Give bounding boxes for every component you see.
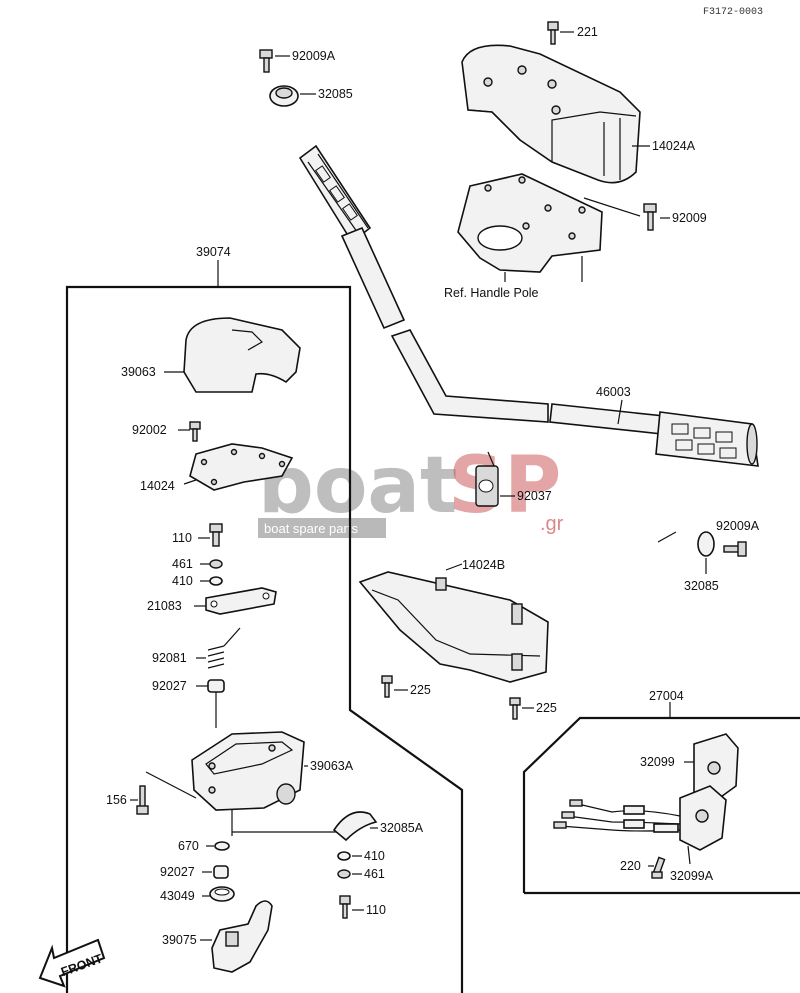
label-92009: 92009	[672, 211, 707, 225]
washer-410-top	[209, 576, 223, 586]
screw-92009A-right	[723, 541, 747, 557]
spring-43049	[209, 886, 235, 902]
watermark-domain: .gr	[540, 513, 564, 535]
switch-32099	[693, 733, 739, 803]
label-14024B: 14024B	[462, 558, 505, 572]
label-39074: 39074	[196, 245, 231, 259]
label-110-bottom: 110	[366, 903, 386, 917]
lever-plate-21083	[205, 587, 277, 615]
housing-14024B	[358, 571, 549, 683]
washer-461-bottom	[337, 869, 351, 879]
label-39063: 39063	[121, 365, 156, 379]
cap-92027-bottom	[213, 865, 229, 879]
label-46003: 46003	[596, 385, 631, 399]
screw-221	[547, 21, 559, 45]
screw-92009A-top	[259, 49, 273, 73]
label-27004: 27004	[649, 689, 684, 703]
label-92081: 92081	[152, 651, 187, 665]
screw-92002	[189, 421, 201, 442]
washer-410-bottom	[337, 851, 351, 861]
label-32099A: 32099A	[670, 869, 714, 883]
label-32085A: 32085A	[380, 821, 424, 835]
switch-32099A	[679, 785, 727, 851]
screw-225-b	[509, 697, 521, 720]
washer-461-top	[209, 559, 223, 569]
gasket-14024	[189, 443, 294, 491]
cover-39063	[183, 317, 301, 393]
wiring-harness	[553, 799, 681, 833]
label-220: 220	[620, 859, 641, 873]
label-110-top: 110	[172, 531, 192, 545]
handle-pole-plate	[457, 173, 603, 273]
label-461-bottom: 461	[364, 867, 385, 881]
watermark-word-grey: boat	[258, 441, 457, 531]
diagram-code: F3172-0003	[703, 7, 763, 18]
label-39063A: 39063A	[310, 759, 354, 773]
label-410-bottom: 410	[364, 849, 385, 863]
clamp-92037	[475, 465, 499, 507]
label-21083: 21083	[147, 599, 182, 613]
cover-14024A	[461, 44, 641, 184]
screw-220	[651, 856, 666, 879]
label-92027-top: 92027	[152, 679, 187, 693]
label-32099: 32099	[640, 755, 675, 769]
handlebar-part	[298, 144, 759, 467]
left-assembly-frame	[65, 285, 464, 993]
right-assembly-frame	[522, 716, 800, 893]
label-225-a: 225	[410, 683, 431, 697]
watermark-word-red: SP	[448, 441, 561, 531]
screw-225-a	[381, 675, 393, 698]
bolt-110-bottom	[339, 895, 351, 919]
washer-32085-top	[269, 85, 299, 107]
watermark-tag-bg	[258, 518, 386, 538]
label-32085-top: 32085	[318, 87, 353, 101]
front-arrow-badge: FRONT	[38, 938, 106, 988]
label-92009A-right: 92009A	[716, 519, 760, 533]
label-410-top: 410	[172, 574, 193, 588]
label-ref-handle-pole: Ref. Handle Pole	[444, 286, 539, 300]
label-92027-bottom: 92027	[160, 865, 195, 879]
label-92009A-top: 92009A	[292, 49, 336, 63]
label-225-b: 225	[536, 701, 557, 715]
label-43049: 43049	[160, 889, 195, 903]
watermark: boat SP .gr boat spare parts	[258, 441, 564, 538]
watermark-tagline: boat spare parts	[264, 521, 358, 536]
label-14024: 14024	[140, 479, 175, 493]
bolt-110-top	[209, 523, 223, 547]
washer-32085-right	[697, 531, 715, 557]
label-39075: 39075	[162, 933, 197, 947]
label-670: 670	[178, 839, 199, 853]
cap-92027-top	[207, 679, 225, 693]
clip-670	[214, 841, 230, 851]
label-156: 156	[106, 793, 127, 807]
cap-32085A	[332, 811, 378, 842]
label-14024A: 14024A	[652, 139, 696, 153]
label-32085-right: 32085	[684, 579, 719, 593]
bolt-156	[136, 785, 149, 815]
lever-39075	[211, 900, 273, 973]
label-92037: 92037	[517, 489, 552, 503]
screw-92009	[643, 203, 657, 231]
spring-92081	[207, 627, 241, 669]
label-461-top: 461	[172, 557, 193, 571]
housing-39063A	[191, 731, 305, 811]
label-221: 221	[577, 25, 598, 39]
label-92002: 92002	[132, 423, 167, 437]
